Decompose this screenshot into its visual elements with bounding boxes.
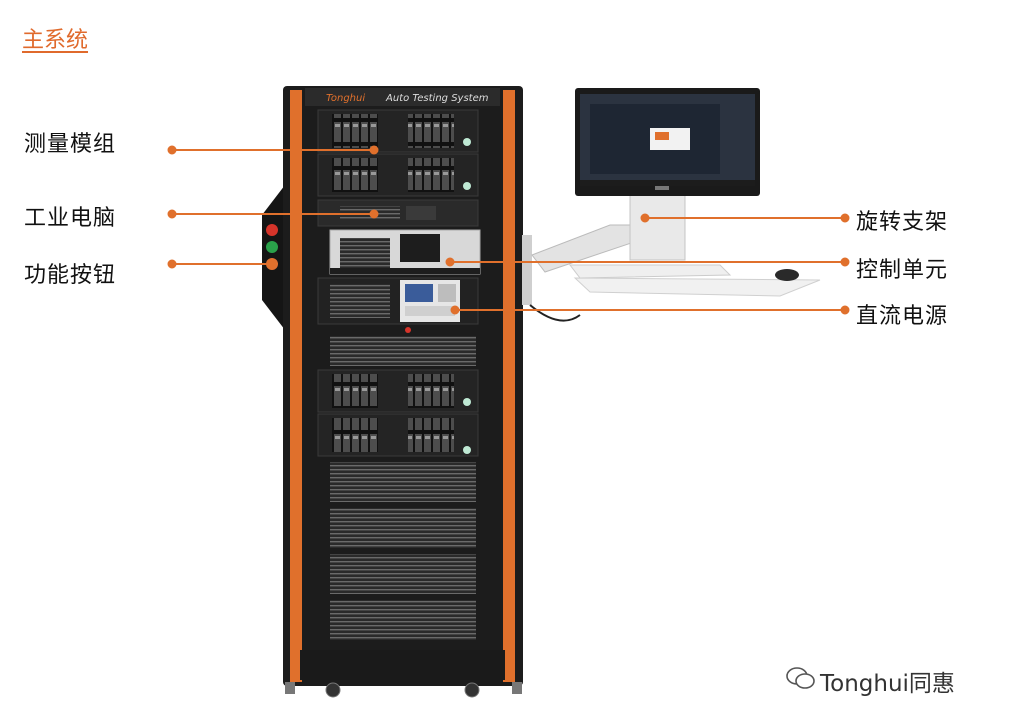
red-button-icon <box>266 224 278 236</box>
measurement-module-bottom <box>317 369 479 457</box>
control-unit <box>329 229 481 275</box>
cabinet-side-panel <box>262 185 285 330</box>
measurement-module-top <box>317 109 479 197</box>
cabinet-logo: Tonghui <box>326 93 365 104</box>
label-measurement-module: 测量模组 <box>24 132 117 157</box>
page-title: 主系统 <box>22 28 89 53</box>
dc-power-unit <box>317 277 479 333</box>
label-rotating-arm: 旋转支架 <box>856 210 949 235</box>
green-button-icon <box>266 241 278 253</box>
cabinet-feet <box>285 682 522 698</box>
cabinet-base <box>300 650 505 680</box>
label-function-buttons: 功能按钮 <box>24 263 117 288</box>
monitor <box>575 88 760 196</box>
leader-lines <box>167 145 850 315</box>
wechat-icon <box>786 667 815 689</box>
cabinet-strip-left <box>290 90 302 682</box>
label-industrial-pc: 工业电脑 <box>24 206 117 231</box>
label-control-unit: 控制单元 <box>856 258 949 283</box>
cabinet-header-text: Auto Testing System <box>385 93 489 104</box>
vent-panel <box>330 336 476 366</box>
cabinet-strip-right <box>503 90 515 682</box>
watermark-text: Tonghui同惠 <box>820 671 955 697</box>
rotating-arm <box>522 189 821 322</box>
lower-vent-panels <box>330 462 476 640</box>
label-dc-power: 直流电源 <box>856 304 949 329</box>
